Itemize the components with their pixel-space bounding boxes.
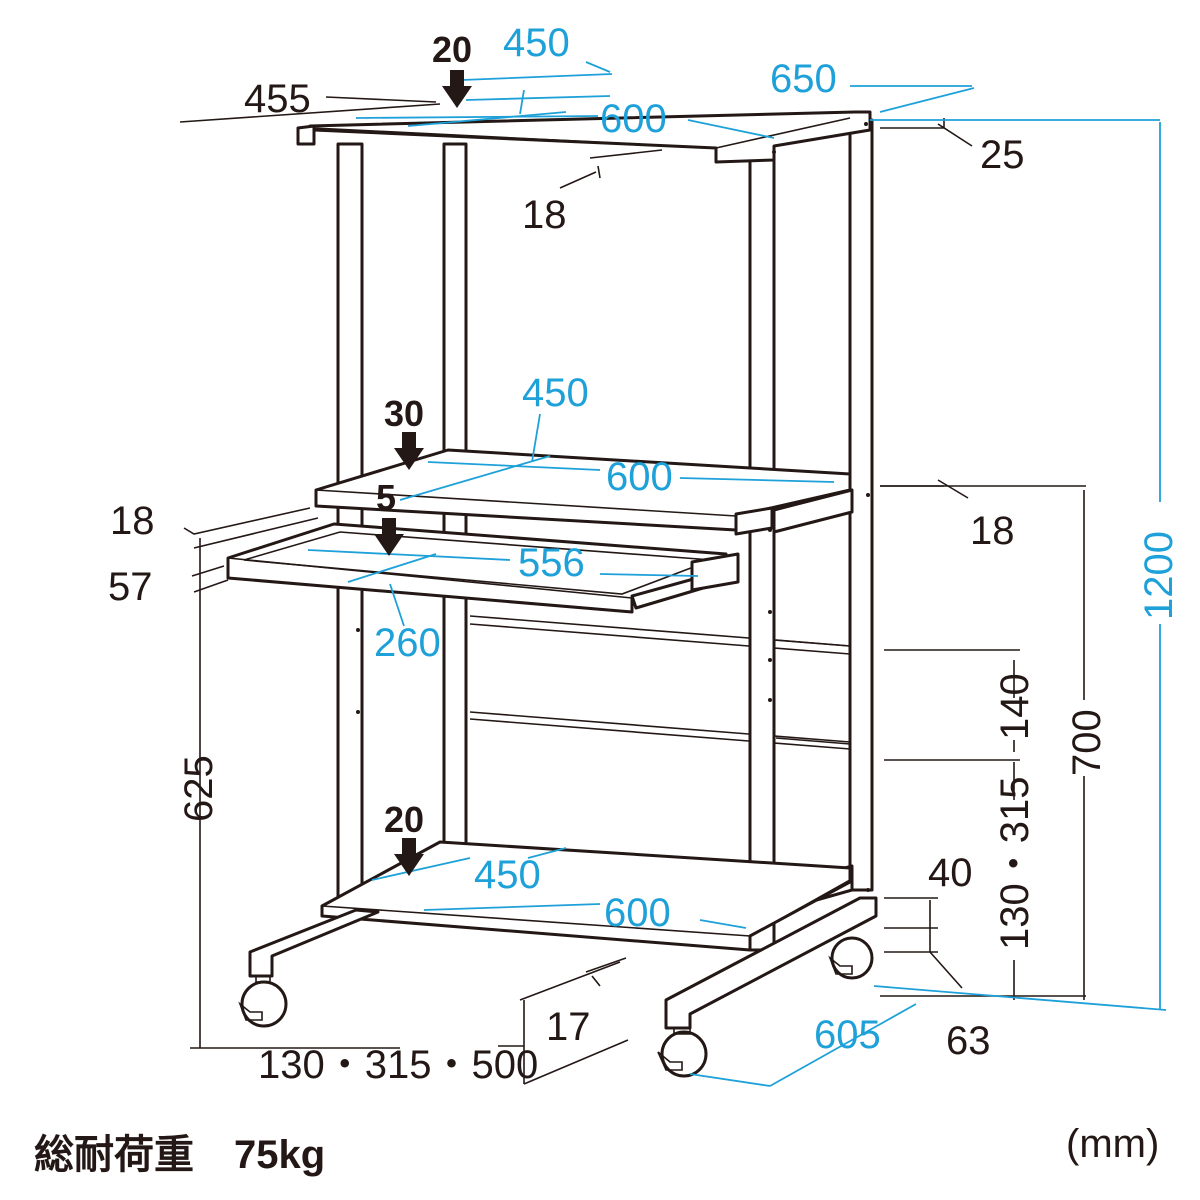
dim-bottom-thickness-17: 17	[546, 1005, 591, 1049]
load-arrow-keyboard-icon	[374, 518, 404, 556]
dim-top-depth-450: 450	[503, 21, 570, 65]
dim-caster-63: 63	[946, 1019, 991, 1063]
dim-height-1200: 1200	[1137, 531, 1181, 620]
blue-dimension-lines	[307, 61, 1167, 1087]
dim-top-width-650: 650	[770, 57, 837, 101]
dim-spacing-140: 140	[993, 673, 1037, 740]
top-shelf	[296, 110, 872, 164]
dim-range-right-130-315: 130・315	[993, 777, 1037, 950]
load-keyboard-label: 5	[376, 477, 396, 518]
front-right-post	[748, 148, 776, 952]
load-arrow-middle-icon	[394, 432, 424, 470]
dim-top-thickness-18: 18	[522, 193, 567, 237]
load-middle-label: 30	[384, 393, 424, 434]
load-bottom-label: 20	[384, 799, 424, 840]
middle-shelf	[314, 448, 852, 536]
dim-keyboard-depth-260: 260	[374, 621, 441, 665]
total-load-label: 総耐荷重 75kg	[34, 1133, 326, 1177]
load-arrow-bottom-icon	[394, 838, 424, 876]
load-arrow-top-icon	[442, 70, 472, 108]
dim-caster-40: 40	[928, 851, 973, 895]
dim-bottom-width-600: 600	[604, 891, 671, 935]
black-dimension-lines	[179, 96, 1086, 1085]
caster-left-icon	[238, 976, 288, 1028]
load-top-label: 20	[432, 29, 472, 70]
dim-height-625: 625	[177, 755, 221, 822]
dim-top-depth-455: 455	[244, 77, 311, 121]
dim-middle-depth-450: 450	[522, 371, 589, 415]
dim-top-width-600: 600	[600, 97, 667, 141]
dim-middle-width-600: 600	[606, 455, 673, 499]
dim-middle-thickness-right-18: 18	[970, 509, 1015, 553]
unit-label: (mm)	[1066, 1122, 1160, 1166]
keyboard-tray	[226, 522, 740, 614]
dim-base-depth-605: 605	[814, 1013, 881, 1057]
dim-bottom-depth-450: 450	[474, 853, 541, 897]
base-legs	[248, 896, 878, 1030]
caster-front-icon	[657, 1028, 708, 1078]
dim-keyboard-height-57: 57	[108, 565, 153, 609]
dim-keyboard-width-556: 556	[518, 541, 585, 585]
dim-lower-range-130-315-500: 130・315・500	[258, 1043, 538, 1087]
caster-right-icon	[828, 936, 874, 980]
dim-middle-thickness-left-18: 18	[110, 499, 155, 543]
back-crossbars	[469, 615, 851, 750]
dim-top-lip-25: 25	[980, 133, 1025, 177]
dim-height-700: 700	[1065, 709, 1109, 776]
